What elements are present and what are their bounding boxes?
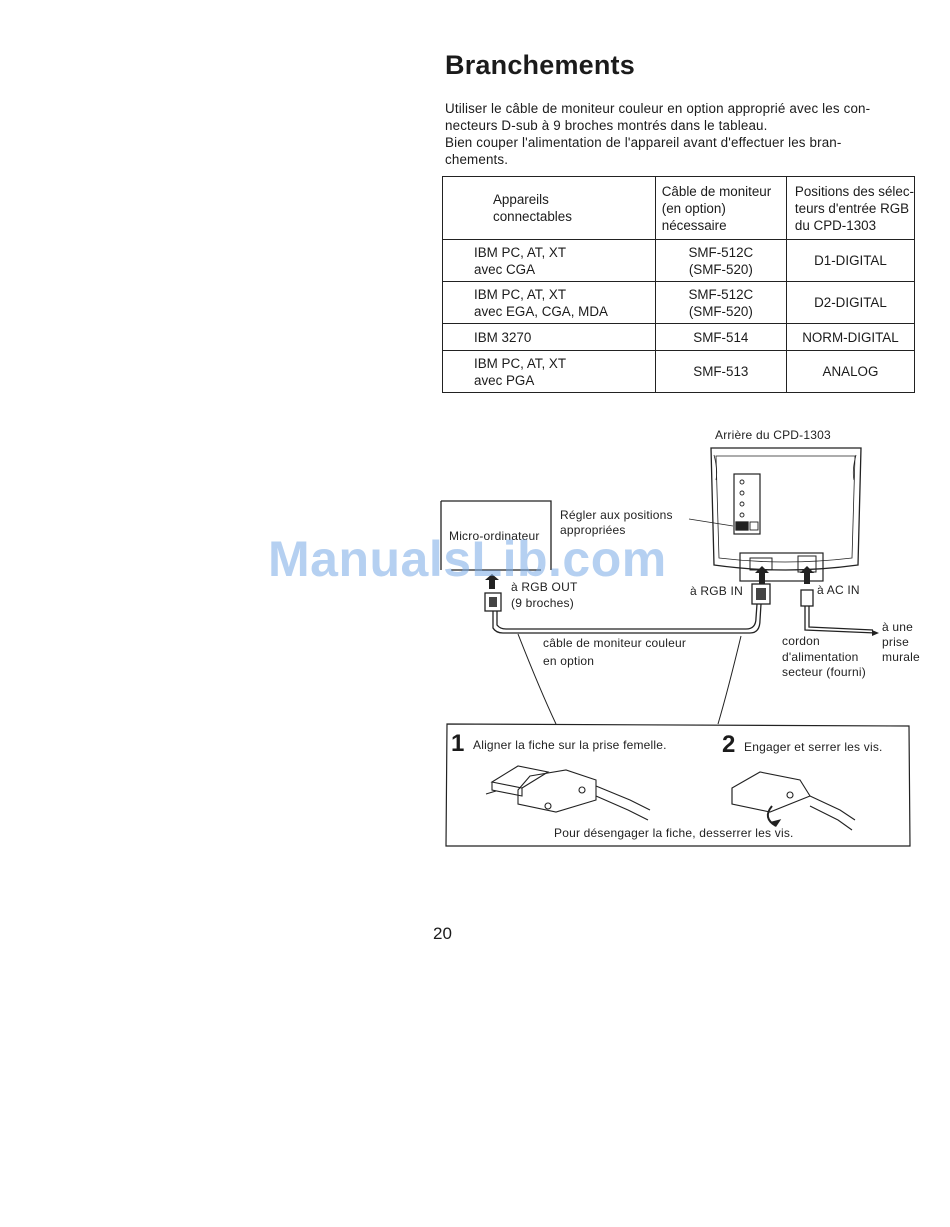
intro-line: necteurs D-sub à 9 broches montrés dans …: [445, 118, 768, 133]
rgb-out-label: à RGB OUT (9 broches): [511, 580, 578, 610]
step1-number: 1: [451, 730, 465, 757]
header-positions: Positions des sélec- teurs d'entrée RGB …: [785, 176, 916, 240]
table-row: IBM PC, AT, XT avec EGA, CGA, MDA SMF-51…: [442, 281, 916, 324]
leader-lines: [517, 633, 742, 725]
power-cord-label: cordon d'alimentation secteur (fourni): [782, 634, 866, 679]
set-positions-label: Régler aux positions appropriées: [560, 508, 673, 537]
disengage-text: Pour désengager la fiche, desserrer les …: [554, 826, 794, 840]
steps-box: [445, 723, 911, 847]
intro-line: Bien couper l'alimentation de l'appareil…: [445, 135, 842, 150]
page-title: Branchements: [445, 50, 635, 80]
cell-cable: SMF-513: [654, 350, 787, 393]
watermark: ManualsLib.com: [268, 531, 667, 587]
plug-alignment-illustration: [485, 765, 651, 821]
cell-position: NORM-DIGITAL: [785, 323, 916, 351]
cell-device: IBM PC, AT, XT avec PGA: [442, 350, 656, 393]
computer-box: [440, 500, 552, 571]
cable-lines: [492, 518, 877, 634]
cell-cable: SMF-512C (SMF-520): [654, 239, 787, 282]
header-cable: Câble de moniteur (en option) nécessaire: [654, 176, 787, 240]
screw-fasten-illustration: [731, 771, 856, 831]
wall-outlet-label: à une prise murale: [882, 620, 920, 664]
cell-device: IBM 3270: [442, 323, 656, 351]
arrow-icon: [485, 566, 879, 636]
compatibility-table: Appareils connectables Câble de moniteur…: [442, 176, 916, 393]
table-row: IBM PC, AT, XT avec CGA SMF-512C (SMF-52…: [442, 239, 916, 282]
cell-cable: SMF-512C (SMF-520): [654, 281, 787, 324]
step1-text: Aligner la fiche sur la prise femelle.: [473, 738, 667, 752]
computer-label: Micro-ordinateur: [449, 529, 540, 543]
intro-text: Utiliser le câble de moniteur couleur en…: [445, 100, 915, 168]
table-row: IBM PC, AT, XT avec PGA SMF-513 ANALOG: [442, 350, 916, 393]
rgb-in-label: à RGB IN: [690, 584, 743, 598]
table-row: IBM 3270 SMF-514 NORM-DIGITAL: [442, 323, 916, 351]
cell-position: D2-DIGITAL: [785, 281, 916, 324]
header-devices: Appareils connectables: [442, 176, 656, 240]
intro-line: chements.: [445, 152, 509, 167]
step2-number: 2: [722, 731, 736, 758]
page-number: 20: [433, 924, 452, 943]
table-header-row: Appareils connectables Câble de moniteur…: [442, 176, 916, 240]
cell-device: IBM PC, AT, XT avec CGA: [442, 239, 656, 282]
step2-text: Engager et serrer les vis.: [744, 740, 883, 754]
cell-position: ANALOG: [785, 350, 916, 393]
ac-in-label: à AC IN: [817, 583, 860, 597]
cell-cable: SMF-514: [654, 323, 787, 351]
rear-label: Arrière du CPD-1303: [715, 428, 831, 442]
cell-device: IBM PC, AT, XT avec EGA, CGA, MDA: [442, 281, 656, 324]
cable-label: câble de moniteur couleur en option: [543, 636, 687, 668]
intro-line: Utiliser le câble de moniteur couleur en…: [445, 101, 871, 116]
monitor-rear-illustration: [710, 447, 862, 582]
